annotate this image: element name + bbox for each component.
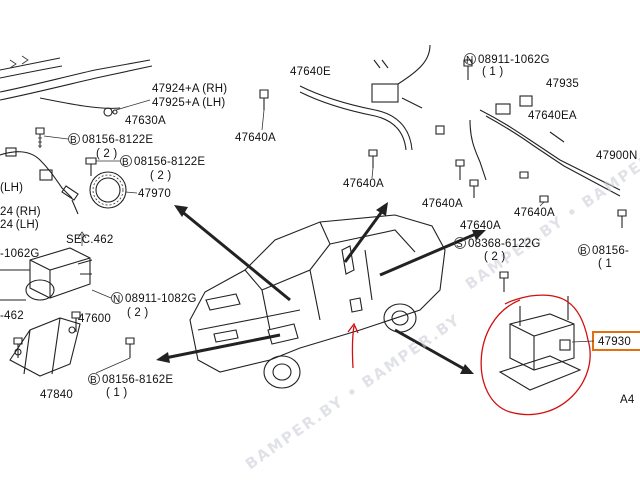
harness-center [259,44,445,151]
label-47640ea: 47640EA [528,110,577,122]
qty-08156-8122e-b: ( 2 ) [150,170,171,182]
label-47640a-3: 47640A [422,198,463,210]
label-1062g-left: -1062G [0,248,40,260]
label-47630a: 47630A [125,115,166,127]
letter-s: S [456,239,463,250]
wheel-sensor-harness-left [0,147,79,215]
circled-s-icon [454,237,466,249]
label-47930: 47930 [598,336,631,348]
circled-n-icon [111,292,123,304]
label-47640e: 47640E [290,66,331,78]
qty-08156-right: ( 1 [598,258,612,270]
bolt-47640a-center [368,149,378,168]
tone-ring-47970 [89,171,127,209]
label-47640a-5: 47640A [514,207,555,219]
label-47600: 47600 [78,313,111,325]
label-47840: 47840 [40,389,73,401]
label-08156-8162e: 08156-8162E [102,374,173,386]
label-24-rh: 24 (RH) [0,206,41,218]
label-08156-8122e-a: 08156-8122E [82,134,153,146]
letter-n-2: N [466,55,473,66]
label-lh-top: (LH) [0,182,23,194]
label-47640a-4: 47640A [460,220,501,232]
label-a4: A4 [620,394,635,406]
qty-08911-1082g: ( 2 ) [127,307,148,319]
bracket-47840 [9,317,81,377]
circled-b-icon [88,373,100,385]
circled-b-icon [578,244,590,256]
abs-actuator-47600 [0,247,93,301]
qty-08156-8162e: ( 1 ) [106,387,127,399]
qty-08156-8122e-a: ( 2 ) [96,148,117,160]
label-462: -462 [0,310,24,322]
label-08911-1062g: 08911-1062G [478,54,550,66]
label-47640a-2: 47640A [343,178,384,190]
harness-right [455,59,621,203]
red-circle-highlight [480,294,591,416]
bolt-right-column [469,179,627,292]
label-08156-8122e-b: 08156-8122E [134,156,205,168]
bolt-small-left [13,311,135,358]
label-08368-6122g: 08368-6122G [468,238,541,250]
harness-rail-top-left [0,55,153,117]
circled-n-icon [464,53,476,65]
letter-b-2: B [122,157,129,168]
arrows [156,202,486,374]
letter-b-1: B [70,135,77,146]
circled-b-icon [120,155,132,167]
label-47970: 47970 [138,188,171,200]
sec-462-pointer [77,231,87,246]
label-08156-right: 08156- [592,245,629,257]
qty-08368-6122g: ( 2 ) [484,251,505,263]
qty-08911-1062g: ( 1 ) [482,66,503,78]
label-47935: 47935 [546,78,579,90]
label-47925: 47925+A (LH) [152,97,225,109]
label-sec-462: SEC.462 [66,234,113,246]
yaw-rate-sensor-47930 [498,296,582,391]
red-pointer [347,322,359,369]
letter-b-4: B [580,246,587,257]
letter-b-3: B [90,375,97,386]
label-47900n: 47900N [596,150,637,162]
label-08911-1082g: 08911-1082G [125,293,197,305]
label-47640a-1: 47640A [235,132,276,144]
letter-n-1: N [113,294,120,305]
bolt-08156-left-a [35,127,45,148]
bolt-08156-left-b [85,157,97,176]
label-24-lh: 24 (LH) [0,219,39,231]
label-47924: 47924+A (RH) [152,83,227,95]
circled-b-icon [68,133,80,145]
